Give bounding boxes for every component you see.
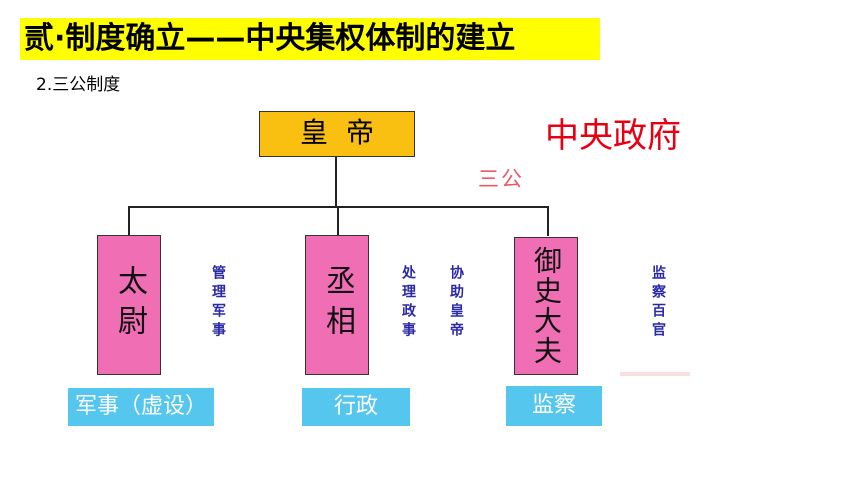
central-government-label: 中央政府 xyxy=(545,116,681,156)
chengxiang-duty-2: 协助皇帝 xyxy=(448,265,464,341)
connector-taiwei xyxy=(128,206,130,236)
section-subtitle: 2.三公制度 xyxy=(36,75,121,95)
chengxiang-name: 丞相 xyxy=(320,265,355,345)
tag-supervision: 监察 xyxy=(506,386,602,426)
yushi-duty: 监察百官 xyxy=(650,265,666,341)
chengxiang-duty-1: 处理政事 xyxy=(400,265,416,341)
tag-administration: 行政 xyxy=(302,388,410,426)
taiwei-name: 太尉 xyxy=(112,265,147,345)
chengxiang-box: 丞相 xyxy=(305,235,369,375)
sangong-label: 三公 xyxy=(478,167,524,191)
connector-chengxiang xyxy=(337,206,339,236)
yushi-dafu-name: 御史大夫 xyxy=(530,246,563,366)
connector-yushi xyxy=(547,206,549,236)
taiwei-duty: 管理军事 xyxy=(210,265,226,341)
emperor-box: 皇帝 xyxy=(259,111,415,157)
connector-vertical-emperor xyxy=(335,157,337,207)
taiwei-box: 太尉 xyxy=(97,235,161,375)
page-title: 贰·制度确立——中央集权体制的建立 xyxy=(20,18,600,60)
tag-military: 军事（虚设） xyxy=(68,388,214,426)
faint-mark xyxy=(620,372,690,376)
yushi-dafu-box: 御史大夫 xyxy=(514,237,578,375)
